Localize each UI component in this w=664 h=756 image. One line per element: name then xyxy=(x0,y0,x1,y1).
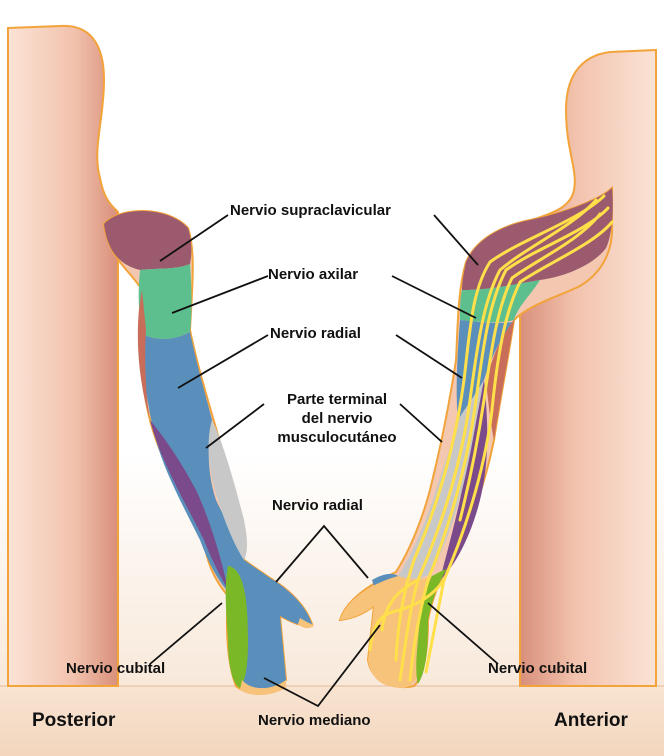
label-supraclavicular: Nervio supraclavicular xyxy=(230,202,391,220)
label-axilar: Nervio axilar xyxy=(268,266,358,284)
label-posterior: Posterior xyxy=(32,712,115,730)
label-musculo-line1: Parte terminal xyxy=(287,391,387,409)
posterior-axillary-area xyxy=(139,264,192,339)
label-musculo-line2: del nervio xyxy=(302,410,373,428)
label-radial-upper: Nervio radial xyxy=(270,325,361,343)
label-mediano: Nervio mediano xyxy=(258,712,371,730)
label-radial-lower: Nervio radial xyxy=(272,497,363,515)
label-cubital-left: Nervio cubital xyxy=(66,660,165,678)
label-anterior: Anterior xyxy=(554,712,628,730)
label-musculo-line3: musculocutáneo xyxy=(277,429,396,447)
label-cubital-right: Nervio cubital xyxy=(488,660,587,678)
